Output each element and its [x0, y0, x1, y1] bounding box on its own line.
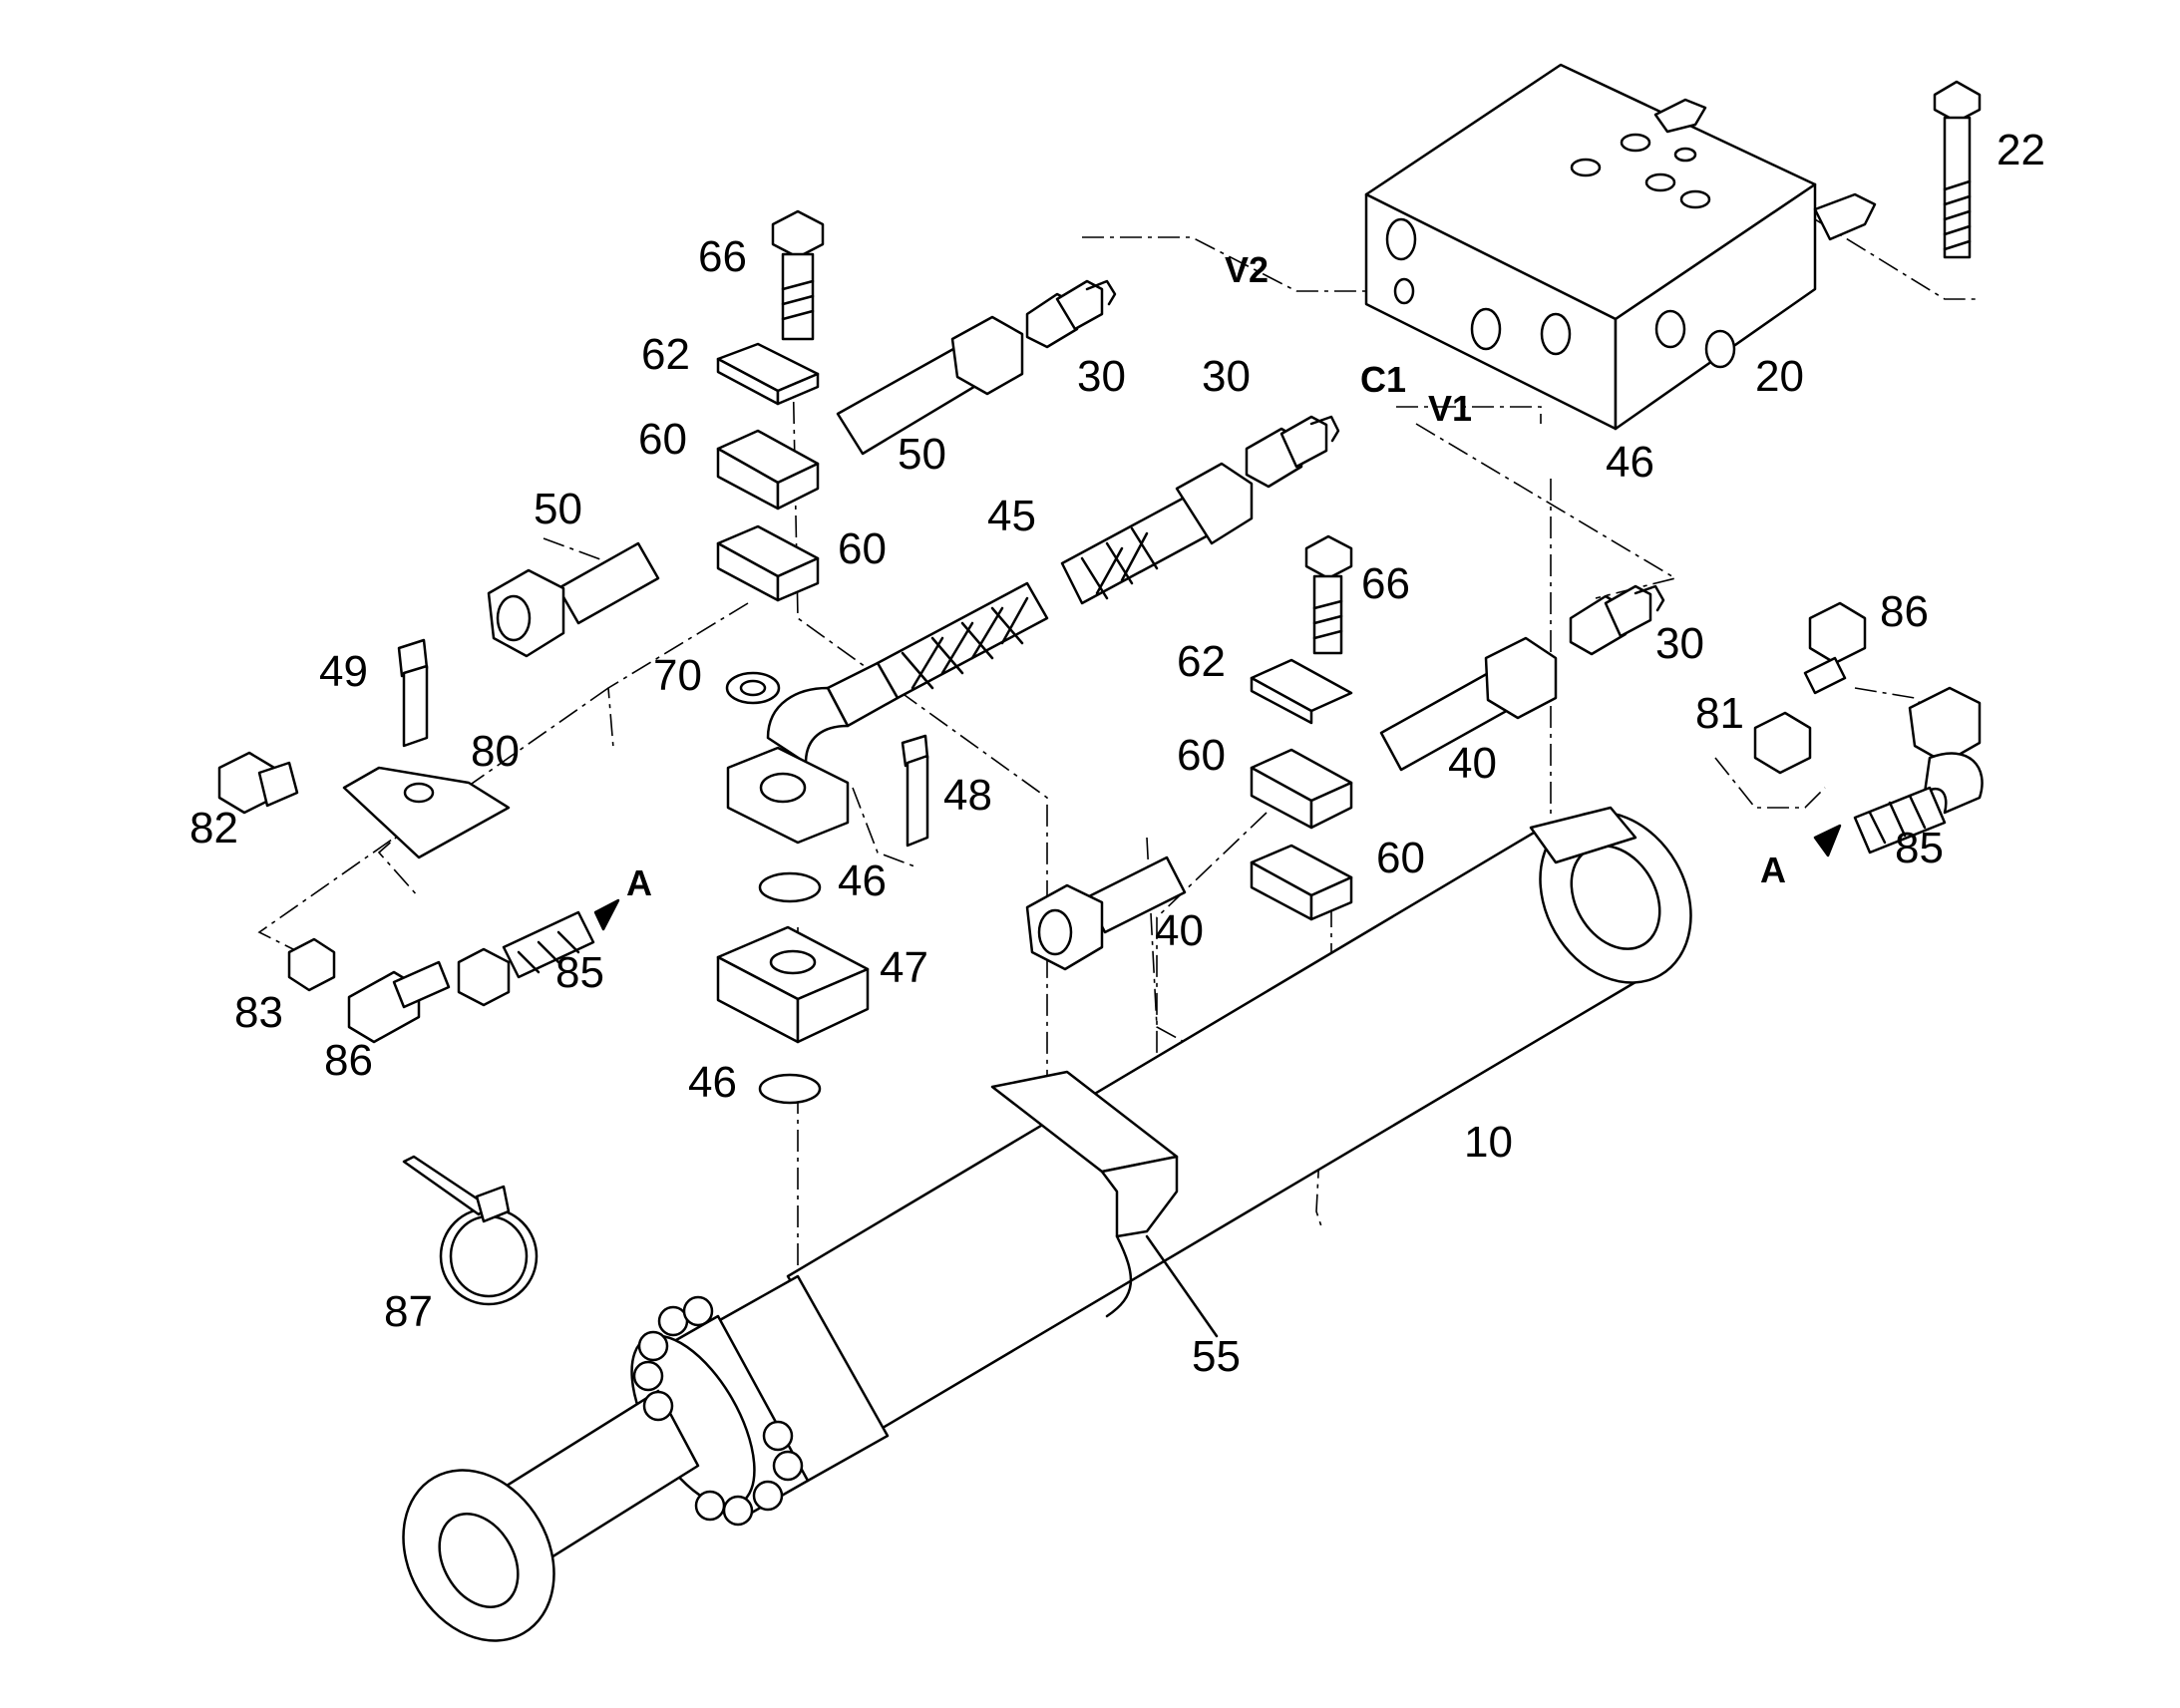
label-66-right: 66 [1361, 559, 1410, 608]
label-86-left: 86 [324, 1036, 373, 1085]
label-70: 70 [653, 651, 702, 700]
label-46-right: 46 [1606, 438, 1654, 487]
label-62-right: 62 [1177, 637, 1226, 686]
clamp-assembly-right [1250, 534, 1353, 921]
label-47: 47 [880, 943, 928, 992]
label-50-left: 50 [534, 485, 582, 533]
leader-lines [1145, 1234, 1219, 1338]
left-side-fittings [217, 638, 620, 1044]
hydraulic-cylinder [402, 806, 1692, 1642]
label-22: 22 [1997, 126, 2045, 174]
port-label-c1: C1 [1360, 359, 1406, 400]
label-46-flange-bottom: 46 [688, 1058, 737, 1107]
label-62-upper: 62 [641, 330, 690, 379]
label-48: 48 [943, 771, 992, 820]
clamp-assembly-upper [716, 209, 825, 602]
label-66-upper: 66 [698, 232, 747, 281]
valve-block [1364, 63, 1877, 431]
label-86-right: 86 [1880, 587, 1929, 636]
label-45: 45 [987, 492, 1036, 540]
bolt-22 [1933, 80, 1982, 259]
label-30-upper: 30 [1077, 352, 1126, 401]
right-side-fittings [1753, 601, 1984, 857]
cable-tie [402, 1155, 539, 1306]
label-83: 83 [234, 988, 283, 1037]
port-label-a-right: A [1760, 850, 1786, 890]
label-20: 20 [1755, 352, 1804, 401]
part-number-labels: 10 20 22 30 30 30 40 40 45 46 46 46 47 4… [189, 126, 2045, 1381]
label-85-left: 85 [555, 948, 604, 997]
label-49: 49 [319, 647, 368, 696]
label-30-lower: 30 [1655, 619, 1704, 668]
hose-45 [766, 462, 1254, 765]
port-label-v1: V1 [1428, 388, 1472, 429]
flange-assembly [716, 671, 929, 1105]
label-60-c: 60 [1177, 731, 1226, 780]
label-40-upper: 40 [1448, 739, 1497, 788]
label-55: 55 [1192, 1332, 1241, 1381]
label-85-right: 85 [1895, 824, 1944, 872]
pipe-50-left [487, 541, 660, 658]
label-30-middle: 30 [1202, 352, 1251, 401]
label-60-b: 60 [838, 524, 887, 573]
label-81: 81 [1695, 689, 1744, 738]
label-87: 87 [384, 1287, 433, 1336]
port-labels: V2 C1 V1 A A [626, 249, 1786, 903]
label-46-flange-top: 46 [838, 856, 887, 905]
port-label-v2: V2 [1225, 249, 1269, 290]
label-80: 80 [471, 727, 520, 776]
pipe-50-upper [836, 315, 1024, 456]
label-40-lower: 40 [1155, 906, 1204, 955]
pipe-40-upper [1379, 636, 1558, 772]
pipe-40-lower [1025, 855, 1187, 971]
label-82: 82 [189, 804, 238, 853]
fitting-30-upper [1025, 279, 1117, 349]
fitting-30-middle [1245, 415, 1340, 489]
label-60-a: 60 [638, 415, 687, 464]
port-label-a-left: A [626, 862, 652, 903]
label-10: 10 [1464, 1118, 1513, 1167]
fitting-30-lower [1569, 584, 1665, 656]
label-50-upper: 50 [898, 430, 946, 479]
label-60-d: 60 [1376, 834, 1425, 882]
